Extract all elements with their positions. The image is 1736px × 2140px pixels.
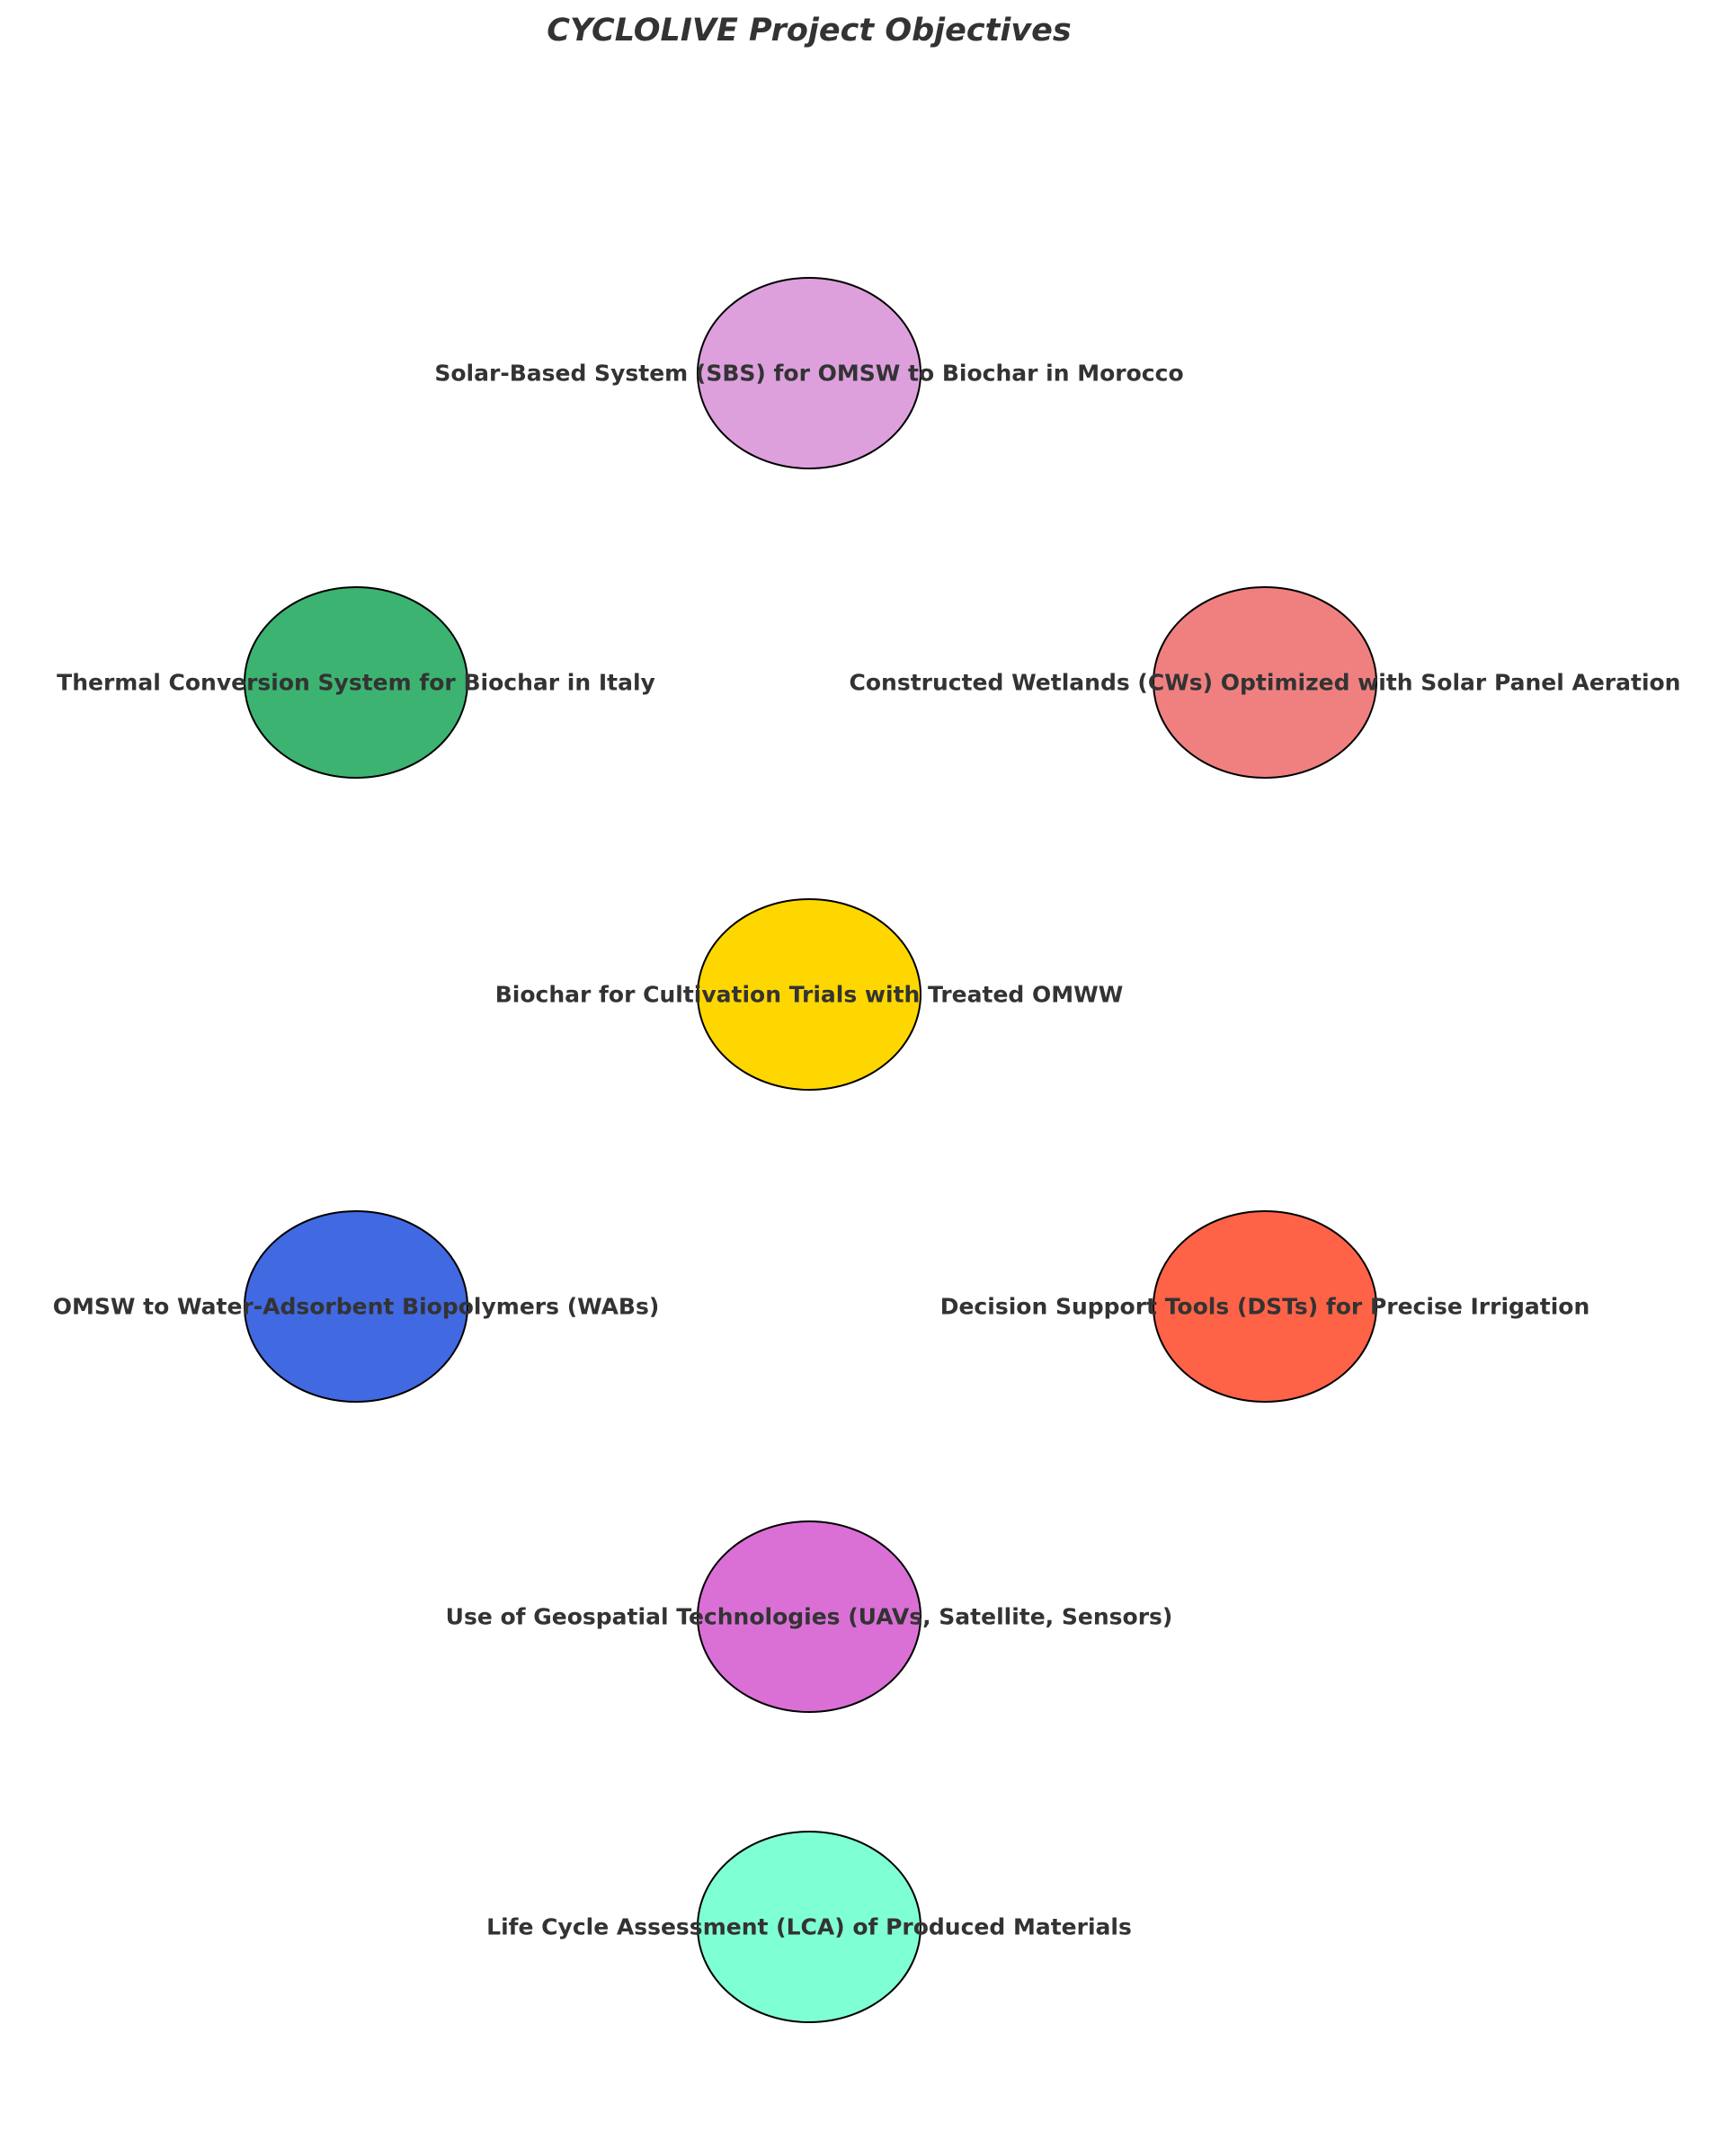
node-label: OMSW to Water-Adsorbent Biopolymers (WAB… (52, 1293, 660, 1320)
node-ellipse (697, 898, 921, 1091)
node-ellipse (697, 1831, 921, 2023)
node-label: Life Cycle Assessment (LCA) of Produced … (486, 1913, 1132, 1940)
node-ellipse (244, 586, 468, 779)
node-label: Use of Geospatial Technologies (UAVs, Sa… (445, 1603, 1173, 1630)
node-ellipse (697, 277, 921, 469)
node-ellipse (1153, 586, 1377, 779)
page-title: CYCLOLIVE Project Objectives (547, 13, 1072, 49)
node-ellipse (244, 1210, 468, 1403)
node-label: Constructed Wetlands (CWs) Optimized wit… (849, 669, 1681, 696)
node-label: Thermal Conversion System for Biochar in… (57, 669, 655, 696)
node-label: Biochar for Cultivation Trials with Trea… (494, 981, 1124, 1008)
node-label: Solar-Based System (SBS) for OMSW to Bio… (434, 360, 1184, 387)
node-ellipse (697, 1520, 921, 1713)
node-label: Decision Support Tools (DSTs) for Precis… (939, 1293, 1590, 1320)
node-ellipse (1153, 1210, 1377, 1403)
